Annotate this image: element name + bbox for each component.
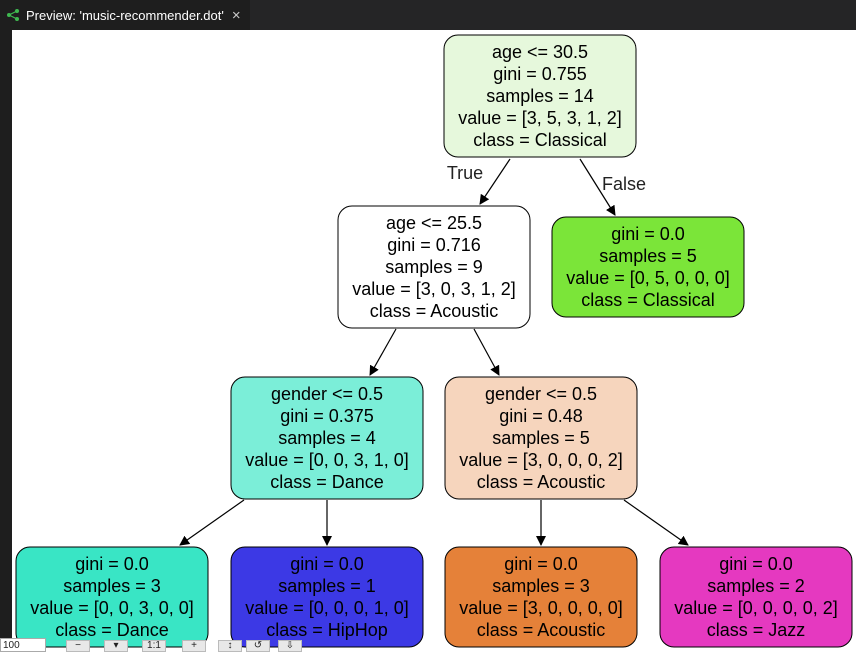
node-text-line: value = [0, 5, 0, 0, 0] xyxy=(566,268,730,288)
node-text-line: samples = 9 xyxy=(385,257,483,277)
tree-edge xyxy=(369,328,397,376)
node-text-line: class = Acoustic xyxy=(477,620,606,640)
node-text-line: samples = 14 xyxy=(486,86,594,106)
close-icon[interactable]: × xyxy=(231,6,241,24)
node-text-line: class = Acoustic xyxy=(370,301,499,321)
node-text-line: gini = 0.375 xyxy=(280,406,374,426)
node-text-line: samples = 3 xyxy=(63,576,161,596)
node-text-line: samples = 1 xyxy=(278,576,376,596)
zoom-input[interactable]: 100 xyxy=(0,638,46,652)
node-text-line: value = [0, 0, 3, 1, 0] xyxy=(245,450,409,470)
tree-node-box xyxy=(230,376,424,500)
node-text-line: value = [3, 5, 3, 1, 2] xyxy=(458,108,622,128)
tab-preview[interactable]: Preview: 'music-recommender.dot' × xyxy=(0,0,250,30)
zoom-toolbar: 100 − ▾ 1:1 + ↕ ↺ ⇩ xyxy=(0,636,310,652)
editor-tab-bar: Preview: 'music-recommender.dot' × xyxy=(0,0,856,30)
tree-edge xyxy=(479,158,511,205)
node-text-line: samples = 5 xyxy=(492,428,590,448)
node-text-line: gini = 0.755 xyxy=(493,64,587,84)
node-text-line: gini = 0.0 xyxy=(719,554,793,574)
node-text-line: class = Classical xyxy=(581,290,715,310)
node-text-line: value = [3, 0, 0, 0, 0] xyxy=(459,598,623,618)
node-text-line: samples = 2 xyxy=(707,576,805,596)
tree-node-box xyxy=(659,546,853,648)
tree-node-box xyxy=(230,546,424,648)
fit-button[interactable]: ▾ xyxy=(104,640,128,652)
node-text-line: samples = 5 xyxy=(599,246,697,266)
edge-label: True xyxy=(447,163,483,183)
reset-button[interactable]: ↺ xyxy=(246,640,270,652)
node-text-line: age <= 25.5 xyxy=(386,213,482,233)
node-text-line: gini = 0.48 xyxy=(499,406,583,426)
node-text-line: class = Dance xyxy=(270,472,384,492)
tree-node-box xyxy=(551,216,745,318)
node-text-line: class = Classical xyxy=(473,130,607,150)
node-text-line: value = [0, 0, 0, 0, 2] xyxy=(674,598,838,618)
node-text-line: gini = 0.716 xyxy=(387,235,481,255)
tree-node-box xyxy=(444,376,638,500)
tab-title: Preview: 'music-recommender.dot' xyxy=(26,7,224,23)
node-text-line: value = [0, 0, 3, 0, 0] xyxy=(30,598,194,618)
node-text-line: value = [0, 0, 0, 1, 0] xyxy=(245,598,409,618)
node-text-line: class = Dance xyxy=(55,620,169,640)
node-text-line: gini = 0.0 xyxy=(290,554,364,574)
export-button[interactable]: ⇩ xyxy=(278,640,302,652)
tree-edge xyxy=(179,499,245,546)
node-text-line: gender <= 0.5 xyxy=(485,384,597,404)
actual-size-button[interactable]: 1:1 xyxy=(142,640,166,652)
node-text-line: value = [3, 0, 3, 1, 2] xyxy=(352,279,516,299)
node-text-line: gini = 0.0 xyxy=(75,554,149,574)
node-text-line: gender <= 0.5 xyxy=(271,384,383,404)
node-text-line: samples = 4 xyxy=(278,428,376,448)
node-text-line: gini = 0.0 xyxy=(504,554,578,574)
tree-node-box xyxy=(337,205,531,329)
tree-node-box xyxy=(443,34,637,158)
node-text-line: gini = 0.0 xyxy=(611,224,685,244)
zoom-out-button[interactable]: − xyxy=(66,640,90,652)
tree-node-box xyxy=(444,546,638,648)
node-text-line: class = Acoustic xyxy=(477,472,606,492)
node-text-line: value = [3, 0, 0, 0, 2] xyxy=(459,450,623,470)
edge-label: False xyxy=(602,174,646,194)
node-text-line: class = Jazz xyxy=(707,620,806,640)
graph-preview-icon xyxy=(7,9,19,21)
tree-edge xyxy=(579,158,616,216)
tree-edge xyxy=(473,328,500,376)
node-text-line: age <= 30.5 xyxy=(492,42,588,62)
pan-button[interactable]: ↕ xyxy=(218,640,242,652)
node-text-line: class = HipHop xyxy=(266,620,388,640)
tree-edge xyxy=(623,499,689,546)
zoom-in-button[interactable]: + xyxy=(182,640,206,652)
node-text-line: samples = 3 xyxy=(492,576,590,596)
